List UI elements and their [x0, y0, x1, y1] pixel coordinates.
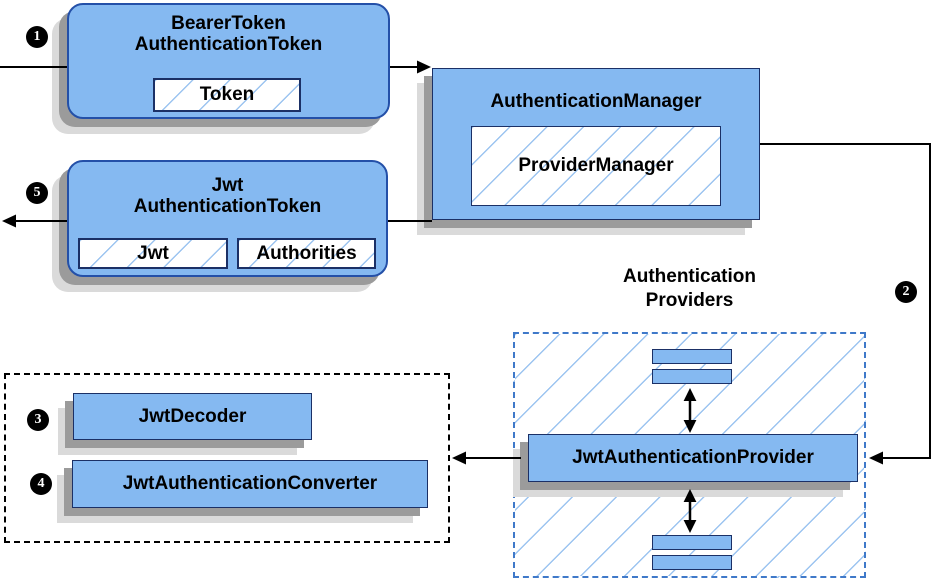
generic-provider-bar	[652, 555, 732, 570]
authentication-manager-title: AuthenticationManager	[490, 91, 702, 112]
node-jwt-authentication-provider: JwtAuthenticationProvider	[528, 434, 858, 482]
authentication-providers-label-line1: Authentication	[623, 266, 756, 287]
step-badge-5: 5	[26, 182, 48, 204]
arrowhead-into-converter-group	[452, 451, 466, 465]
step-badge-1: 1	[26, 26, 48, 48]
bearer-token-title: BearerToken AuthenticationToken	[69, 13, 388, 55]
step-badge-3: 3	[27, 409, 49, 431]
authorities-field: Authorities	[237, 238, 376, 269]
generic-provider-bar	[652, 369, 732, 384]
jwt-authentication-token-title-line1: Jwt	[211, 175, 244, 196]
jwt-authentication-provider-title: JwtAuthenticationProvider	[572, 447, 814, 468]
authentication-providers-label-line2: Providers	[645, 290, 734, 311]
provider-manager-box: ProviderManager	[471, 126, 721, 206]
generic-provider-bar	[652, 535, 732, 550]
jwt-decoder-title: JwtDecoder	[138, 405, 247, 427]
step-badge-2: 2	[895, 281, 917, 303]
node-authentication-manager: AuthenticationManager ProviderManager	[432, 68, 760, 220]
bearer-token-title-line2: AuthenticationToken	[134, 34, 323, 55]
jwt-authentication-token-title-line2: AuthenticationToken	[133, 196, 322, 217]
node-bearer-token-authentication-token: BearerToken AuthenticationToken Token	[67, 3, 390, 119]
node-jwt-authentication-converter: JwtAuthenticationConverter	[72, 460, 428, 508]
arrowhead-into-manager	[417, 60, 431, 74]
authentication-providers-label: Authentication Providers	[513, 265, 866, 313]
arrowhead-into-jwt-provider	[869, 451, 883, 465]
arrowhead-outgoing-left	[2, 214, 16, 228]
generic-provider-bar	[652, 349, 732, 364]
node-jwt-decoder: JwtDecoder	[73, 393, 312, 440]
jwt-authentication-token-title: Jwt AuthenticationToken	[69, 175, 386, 217]
step-badge-4: 4	[30, 473, 52, 495]
token-field: Token	[153, 78, 301, 112]
node-jwt-authentication-token: Jwt AuthenticationToken Jwt Authorities	[67, 160, 388, 277]
jwt-authentication-converter-title: JwtAuthenticationConverter	[122, 473, 378, 494]
jwt-field: Jwt	[78, 238, 228, 269]
bearer-token-title-line1: BearerToken	[171, 13, 286, 34]
